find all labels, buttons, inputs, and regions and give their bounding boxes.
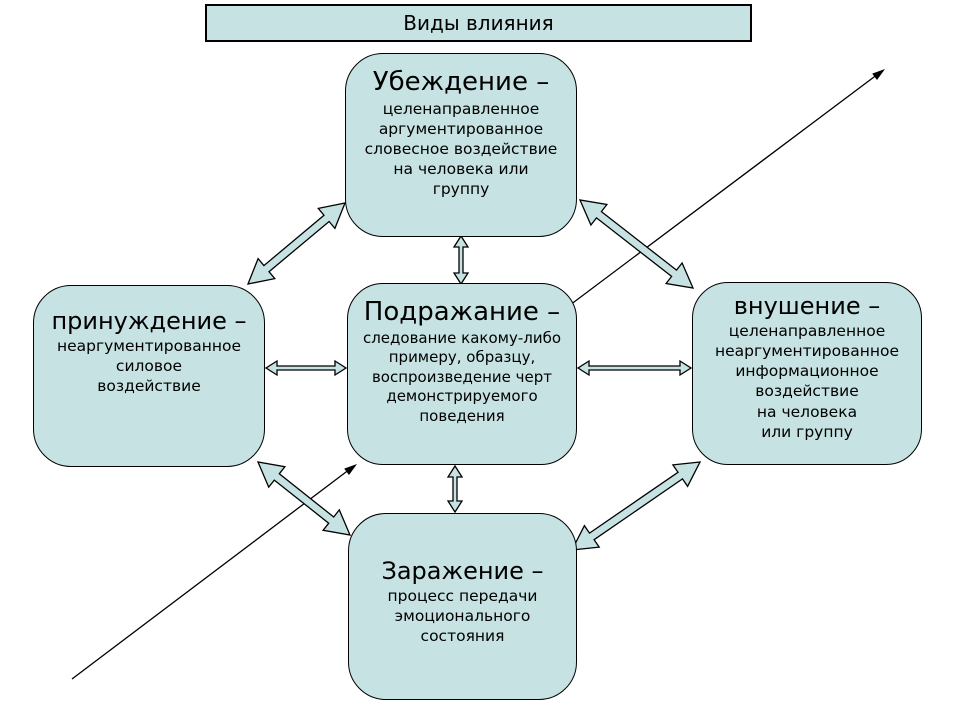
double-arrow-persuasion-suggestion (578, 199, 695, 289)
double-arrow-suggestion-contagion (570, 461, 702, 551)
double-arrow-persuasion-imitation (452, 234, 470, 286)
node-contagion-heading: Заражение – (381, 557, 544, 585)
node-contagion-body: процесс передачи эмоционального состояни… (387, 587, 538, 646)
double-arrow-persuasion-coercion (246, 202, 347, 285)
node-coercion-heading: принуждение – (51, 307, 247, 335)
double-arrow-coercion-imitation (264, 359, 348, 377)
node-coercion: принуждение – неаргументированное силово… (33, 285, 265, 467)
node-suggestion: внушение – целенаправленное неаргументир… (692, 282, 922, 465)
node-persuasion-heading: Убеждение – (372, 67, 550, 97)
node-contagion: Заражение – процесс передачи эмоциональн… (348, 513, 577, 700)
double-arrow-coercion-contagion (256, 461, 352, 536)
double-arrow-imitation-contagion (446, 464, 464, 514)
node-coercion-body: неаргументированное силовое воздействие (56, 337, 242, 396)
node-suggestion-heading: внушение – (733, 292, 881, 320)
double-arrow-imitation-suggestion (576, 359, 693, 377)
node-imitation-body: следование какому-либо примеру, образцу,… (362, 328, 562, 425)
node-imitation: Подражание – следование какому-либо прим… (347, 283, 577, 465)
node-suggestion-body: целенаправленное неаргументированное инф… (714, 322, 900, 441)
arrow-bottomleft-to-imitation (71, 464, 357, 680)
diagram-title-text: Виды влияния (403, 11, 554, 35)
node-persuasion: Убеждение – целенаправленное аргументиро… (345, 53, 577, 237)
node-persuasion-body: целенаправленное аргументированное слове… (364, 99, 558, 199)
diagram-title: Виды влияния (205, 4, 752, 42)
node-imitation-heading: Подражание – (363, 297, 561, 327)
